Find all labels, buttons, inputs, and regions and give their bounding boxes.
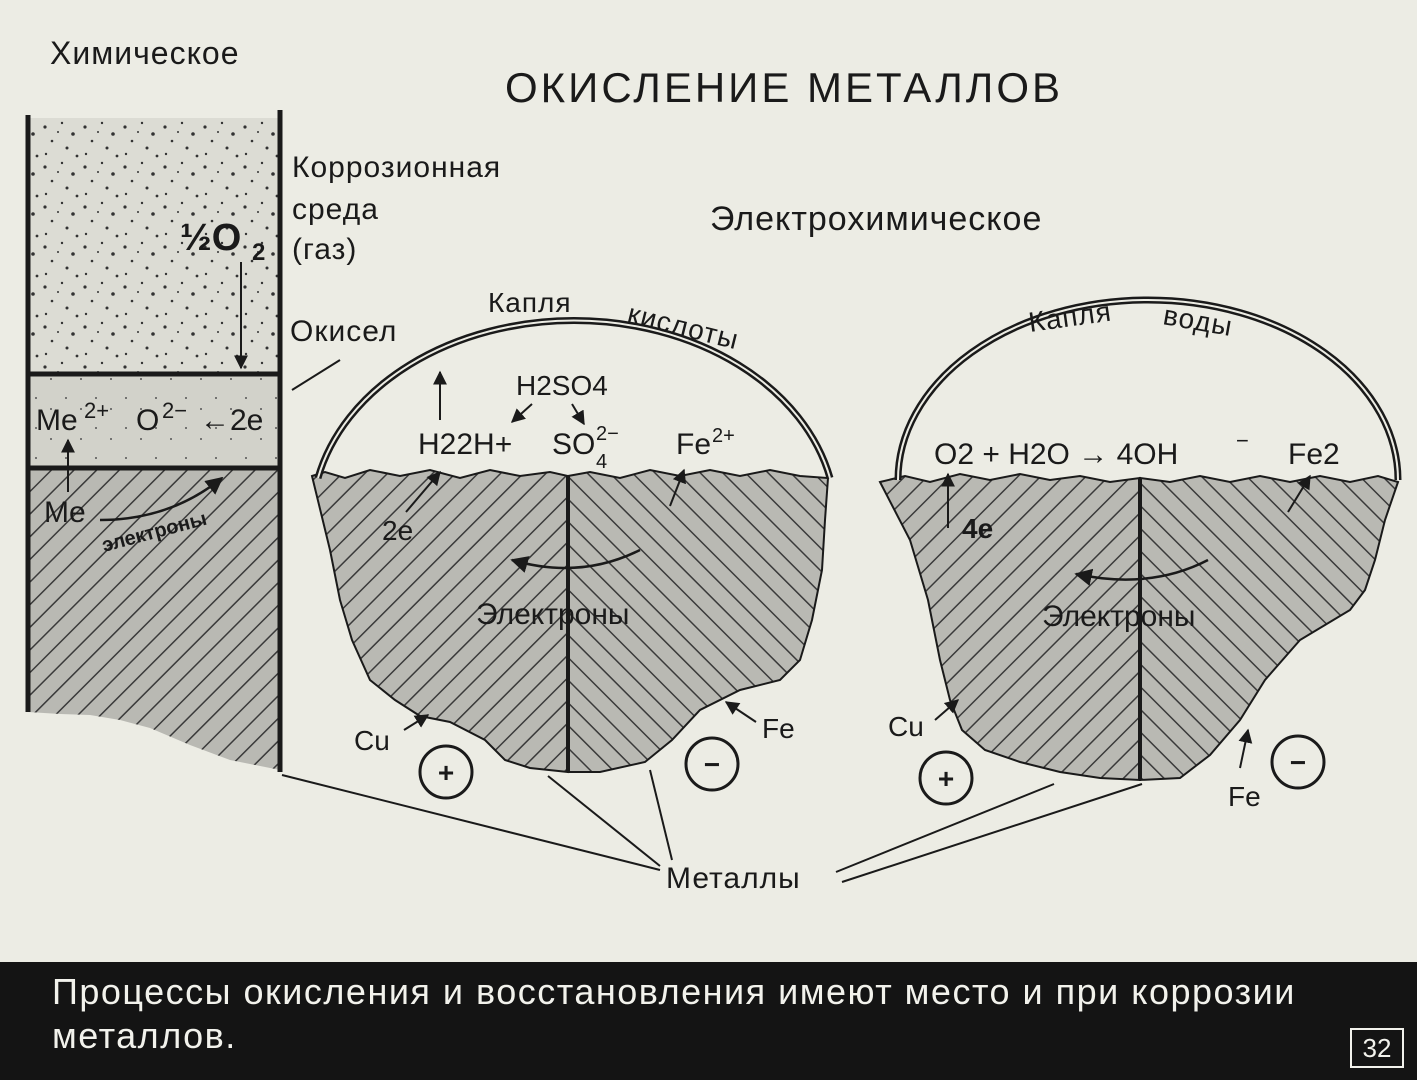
acid-drop-inner — [317, 319, 831, 479]
water-cu-label: Cu — [888, 711, 924, 742]
gas-layer — [28, 118, 280, 374]
metals-line-water-fe — [841, 783, 1143, 883]
water-fe-arrow — [1287, 474, 1311, 513]
metals-line-water-cu — [835, 783, 1055, 873]
water-drop-diagram — [878, 296, 1402, 806]
water-minus-terminal — [1270, 734, 1326, 790]
acid-drop-label-1: Капля — [488, 287, 572, 318]
acid-fe-sup: 2+ — [712, 425, 735, 447]
metals-line-acid-cu — [547, 775, 661, 867]
oxide-electrons: ←2e — [200, 404, 263, 437]
water-fe: Fe2 — [1288, 438, 1340, 471]
acid-minus-terminal — [684, 736, 740, 792]
oxide-pointer — [291, 359, 341, 391]
acid-so4-sub: 4 — [596, 451, 607, 473]
so4-arrow — [571, 403, 585, 426]
oxide-label: Окисел — [290, 315, 397, 348]
water-reaction: O2 + H2O → 4OH — [934, 438, 1178, 471]
water-minus-sign: − — [1290, 747, 1306, 778]
oxygen-subscript: 2 — [252, 239, 265, 266]
acid-drop-diagram — [310, 317, 834, 800]
metals-label: Металлы — [666, 862, 801, 895]
water-plus-sign: + — [938, 763, 954, 794]
oxide-me: Me — [36, 404, 78, 437]
water-metal-right — [1139, 474, 1400, 782]
slide-number: 32 — [1350, 1028, 1404, 1068]
caption-text: Процессы окисления и восстановления имею… — [52, 971, 1296, 1056]
acid-minus-sign: − — [704, 749, 720, 780]
electrochemical-heading: Электрохимическое — [710, 200, 1042, 238]
water-reaction-sup: − — [1236, 428, 1249, 453]
acid-fe: Fe — [676, 428, 711, 461]
oxide-me-charge: 2+ — [84, 398, 109, 423]
acid-fe-arrow — [669, 468, 686, 507]
acid-electron-flow-arrow — [510, 548, 641, 573]
acid-so4: SO — [552, 428, 595, 461]
oxide-o: O — [136, 404, 159, 437]
acid-fe-pointer — [724, 701, 757, 723]
water-cu-pointer — [934, 699, 960, 721]
water-drop-inner — [897, 299, 1399, 481]
water-fe-pointer — [1238, 728, 1253, 769]
medium-label-line-2: среда — [292, 193, 379, 226]
medium-label-line-3: (газ) — [292, 233, 357, 266]
acid-so4-sup: 2− — [596, 423, 619, 445]
acid-fe-label: Fe — [762, 713, 795, 744]
acid-h2-2h: H22H+ — [418, 428, 512, 461]
oxide-o-charge: 2− — [162, 398, 187, 423]
medium-label-line-1: Коррозионная — [292, 151, 501, 184]
page-title: ОКИСЛЕНИЕ МЕТАЛЛОВ — [505, 64, 1063, 111]
oxygen-formula: ½O — [180, 217, 241, 259]
acid-plus-sign: + — [438, 757, 454, 788]
acid-cu-pointer — [403, 714, 430, 731]
h-plus-arrow — [510, 403, 533, 423]
water-electrons-label: Электроны — [1042, 600, 1195, 633]
water-4e: 4e — [962, 513, 993, 544]
chemical-heading: Химическое — [50, 35, 240, 71]
metals-line-acid-fe — [649, 769, 673, 861]
electrons-arrow — [99, 476, 224, 522]
acid-2e-arrow — [405, 470, 441, 513]
acid-2e: 2e — [382, 515, 413, 546]
chemical-column — [25, 110, 341, 772]
metal-layer — [28, 468, 280, 770]
water-plus-terminal — [918, 750, 974, 806]
acid-metal-right — [567, 468, 830, 773]
acid-electrons-label: Электроны — [476, 598, 629, 631]
acid-cu-label: Cu — [354, 725, 390, 756]
water-electron-flow-arrow — [1074, 558, 1209, 586]
acid-h2so4: H2SO4 — [516, 370, 608, 401]
metals-pointers — [281, 769, 1143, 883]
caption-bar — [0, 962, 1417, 1080]
water-fe-label: Fe — [1228, 781, 1261, 812]
metal-me-label: Me — [44, 496, 86, 529]
metals-line-chemical — [281, 774, 661, 871]
acid-plus-terminal — [418, 744, 474, 800]
